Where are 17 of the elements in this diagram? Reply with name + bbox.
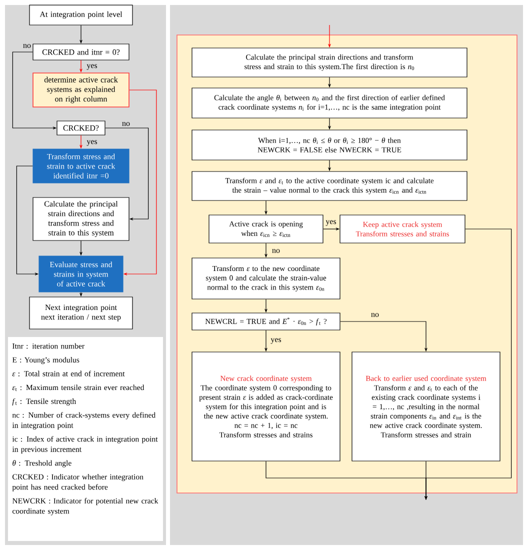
decision-box: CRCKED and itnr = 0? — [32, 44, 130, 60]
edge-label: no — [23, 44, 31, 48]
process-box: Transform stress and strain to active crack identified itnr =0 — [32, 148, 130, 184]
arrow — [105, 128, 149, 221]
process-box: At integration point level — [29, 4, 133, 26]
decision-box: CRCKED? — [56, 120, 106, 136]
process-box: Calculate the principal strain directions and transform stress and strain to this system — [32, 197, 130, 241]
edge-label: yes — [86, 64, 98, 70]
edge-label: yes — [270, 338, 282, 344]
process-box: Evaluate stress and strains in system of active crack — [38, 256, 124, 292]
process-box: Next integration point next iteration / next step — [29, 296, 133, 330]
process-box: determine active crack systems as explained on right column — [32, 72, 130, 108]
edge-label: yes — [86, 140, 98, 146]
edge-label: no — [122, 122, 130, 126]
edge-label: no — [272, 249, 280, 253]
edge-label: no — [371, 313, 379, 317]
edge-label: yes — [326, 220, 336, 226]
